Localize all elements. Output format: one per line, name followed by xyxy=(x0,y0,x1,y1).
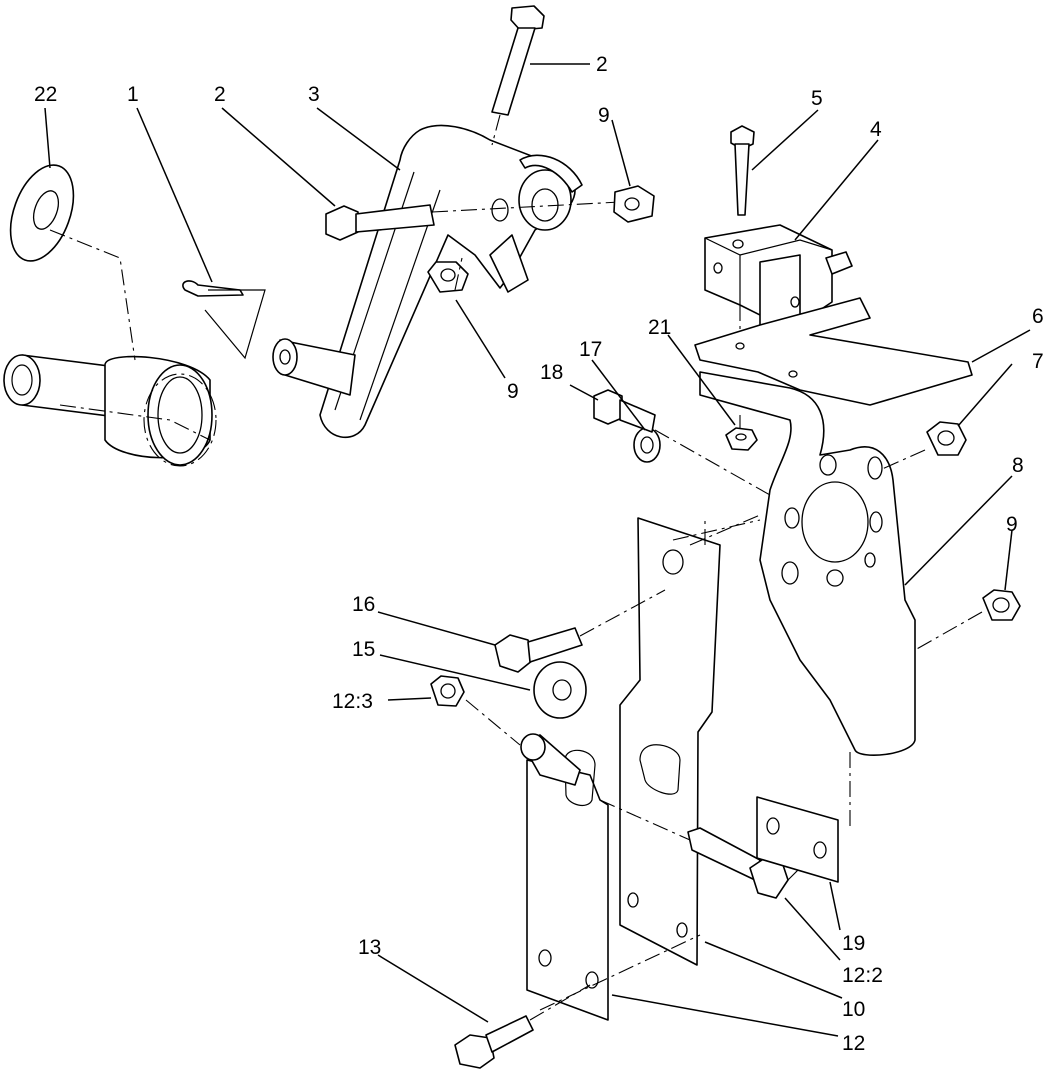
part-10-link-plate xyxy=(619,517,761,966)
callout-21: 21 xyxy=(648,316,671,339)
callout-2-left: 2 xyxy=(214,83,226,106)
part-17-lock-washer xyxy=(633,427,661,463)
part-12-plate xyxy=(526,749,609,1021)
part-2-bolt-upper xyxy=(491,5,545,146)
callout-19: 19 xyxy=(842,932,865,955)
callout-12: 12 xyxy=(842,1032,865,1055)
callout-9-right: 9 xyxy=(1006,513,1018,536)
part-9-nut-lever xyxy=(427,261,469,293)
part-7-nut xyxy=(879,421,967,471)
part-9-nut-right xyxy=(914,589,1021,651)
part-12-3-nut xyxy=(430,675,521,746)
callout-13: 13 xyxy=(358,936,381,959)
callout-18: 18 xyxy=(540,361,563,384)
part-22-washer xyxy=(9,164,75,262)
callout-labels: 22 1 2 3 2 9 5 4 9 6 21 17 18 7 8 9 16 1… xyxy=(34,53,1044,1055)
part-16-bolt xyxy=(494,589,666,673)
part-15-spacer xyxy=(520,661,587,786)
part-8-bracket xyxy=(699,371,916,756)
part-21-nut xyxy=(725,415,758,451)
callout-2-top: 2 xyxy=(596,53,608,76)
part-9-nut-upper xyxy=(613,185,655,223)
part-13-bolt xyxy=(454,984,591,1069)
callout-17: 17 xyxy=(579,338,602,361)
leader-lines xyxy=(44,63,1031,1037)
callout-7: 7 xyxy=(1032,350,1044,373)
callout-4: 4 xyxy=(870,118,882,141)
part-5-bolt xyxy=(730,125,755,216)
callout-10: 10 xyxy=(842,998,865,1021)
callout-8: 8 xyxy=(1012,454,1024,477)
part-1-cotter-pin xyxy=(182,280,266,360)
part-2-bolt-horizontal xyxy=(325,201,621,241)
callout-9-top: 9 xyxy=(598,104,610,127)
callout-9-lever: 9 xyxy=(507,380,519,403)
callout-15: 15 xyxy=(352,638,375,661)
callout-1: 1 xyxy=(127,83,139,106)
callout-5: 5 xyxy=(811,87,823,110)
assembly-center-lines xyxy=(49,229,761,1011)
callout-3: 3 xyxy=(308,83,320,106)
callout-22: 22 xyxy=(34,83,57,106)
callout-12-3: 12:3 xyxy=(332,690,373,713)
callout-16: 16 xyxy=(352,593,375,616)
part-4-switch xyxy=(704,224,853,345)
callout-6: 6 xyxy=(1032,305,1044,328)
callout-12-2: 12:2 xyxy=(842,964,883,987)
pivot-pin xyxy=(272,338,356,396)
part-12-2-bolt xyxy=(599,799,819,899)
hub-tube-assembly xyxy=(3,354,217,467)
part-19-small-plate xyxy=(756,752,851,883)
part-6-plate xyxy=(694,297,973,406)
